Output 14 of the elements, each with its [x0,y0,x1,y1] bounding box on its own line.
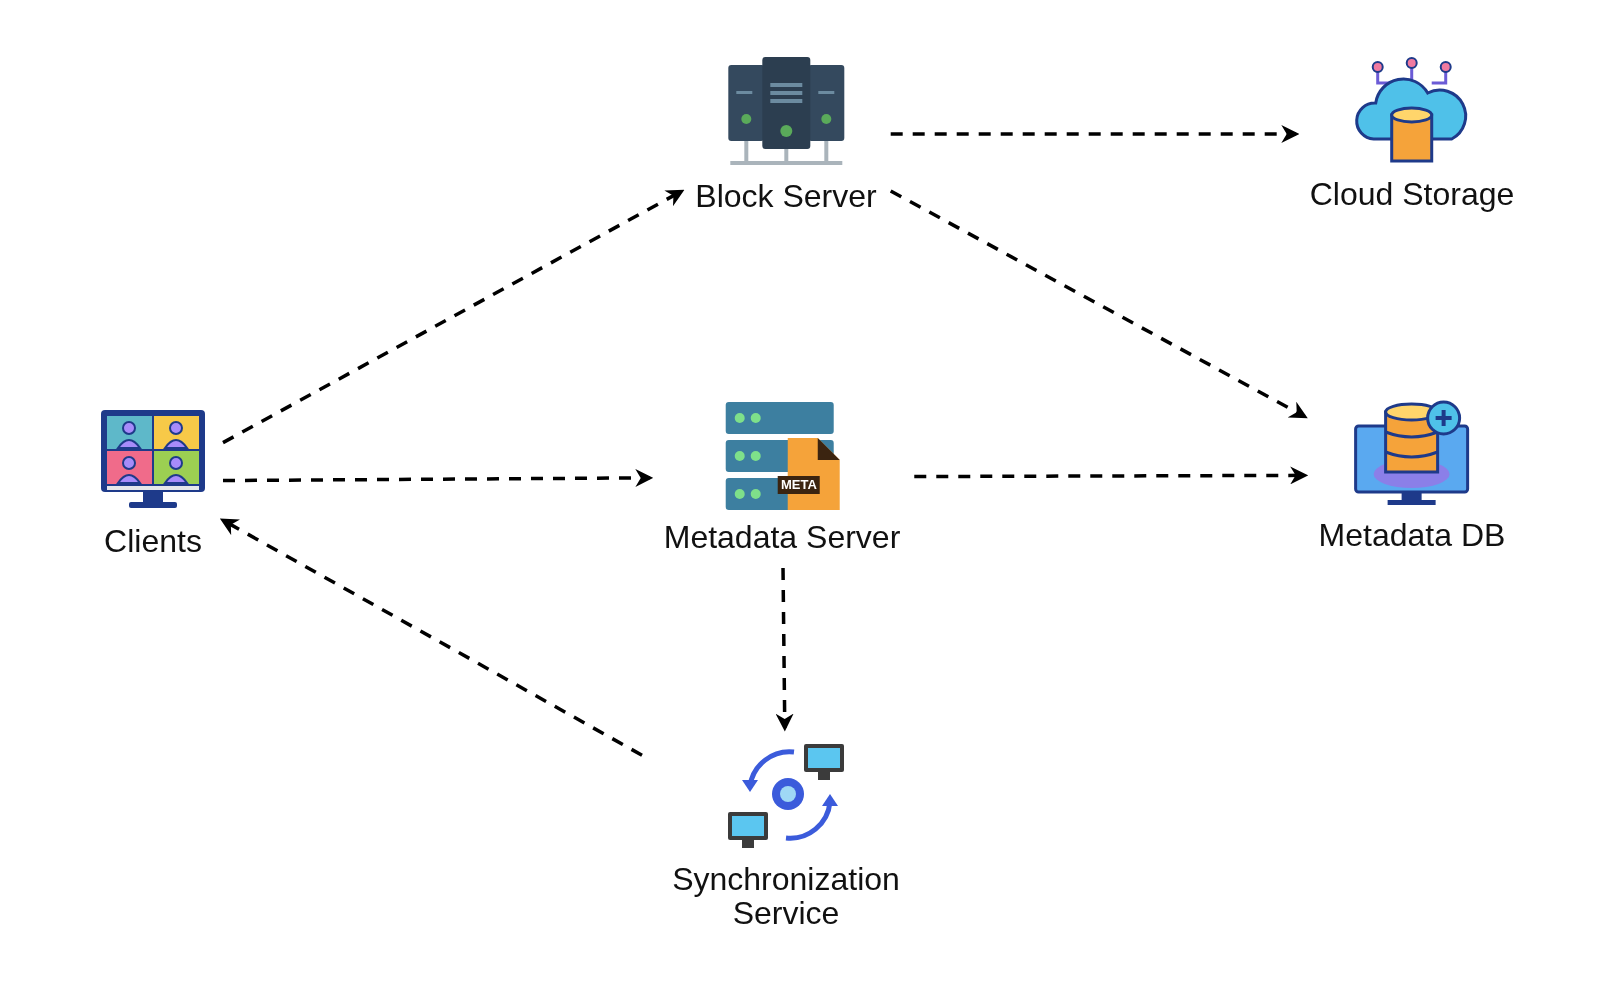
dashed-arrow [889,189,1308,419]
dashed-arrow [219,518,643,757]
node-label: Clients [104,524,202,558]
dashed-arrow [223,468,654,487]
node-label: Metadata DB [1318,518,1506,552]
dashed-arrow [890,125,1300,143]
dashed-arrow [775,567,794,732]
dashed-arrow [222,189,685,445]
node-label: Cloud Storage [1309,177,1515,211]
dashed-arrow [914,466,1309,485]
node-label: Metadata Server [663,520,901,554]
file-tag-label: META [778,476,820,494]
node-label: Synchronization Service [671,862,901,930]
node-label: Block Server [695,179,877,213]
